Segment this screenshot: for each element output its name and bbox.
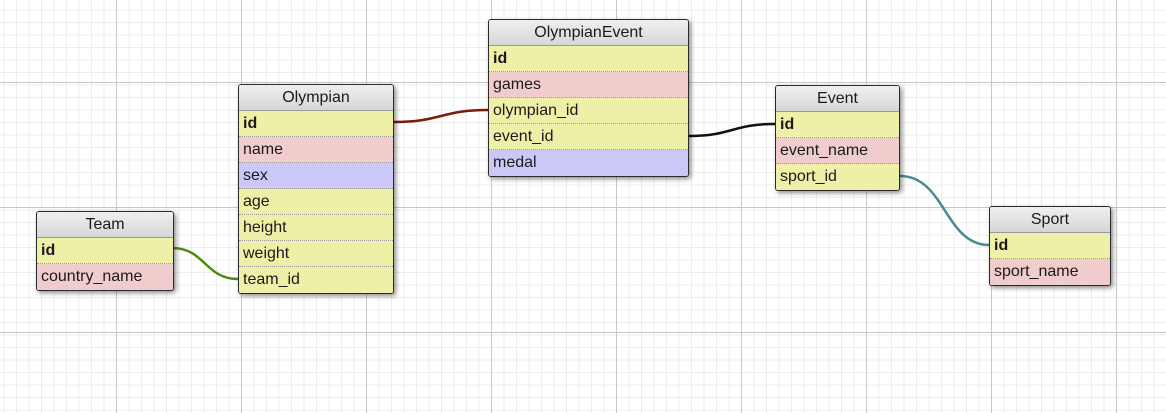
table-title: Event (776, 86, 899, 112)
field-row[interactable]: id (776, 112, 899, 138)
field-row[interactable]: id (37, 238, 173, 264)
table-title: Olympian (239, 85, 393, 111)
field-row[interactable]: country_name (37, 264, 173, 290)
field-row[interactable]: id (489, 46, 688, 72)
field-row[interactable]: olympian_id (489, 98, 688, 124)
table-olympian-event[interactable]: OlympianEvent id games olympian_id event… (488, 19, 689, 177)
link-olympianevent-olympian[interactable] (393, 108, 489, 124)
field-row[interactable]: sex (239, 163, 393, 189)
link-olympian-team[interactable] (171, 246, 239, 281)
table-team[interactable]: Team id country_name (36, 211, 174, 291)
field-row[interactable]: games (489, 72, 688, 98)
field-row[interactable]: weight (239, 241, 393, 267)
table-olympian[interactable]: Olympian id name sex age height weight t… (238, 84, 394, 294)
table-title: Sport (990, 207, 1110, 233)
field-row[interactable]: event_name (776, 138, 899, 164)
field-row[interactable]: age (239, 189, 393, 215)
field-row[interactable]: event_id (489, 124, 688, 150)
field-row[interactable]: height (239, 215, 393, 241)
table-sport[interactable]: Sport id sport_name (989, 206, 1111, 286)
field-row[interactable]: id (990, 233, 1110, 259)
field-row[interactable]: sport_id (776, 164, 899, 190)
table-title: Team (37, 212, 173, 238)
table-event[interactable]: Event id event_name sport_id (775, 85, 900, 191)
field-row[interactable]: team_id (239, 267, 393, 293)
field-row[interactable]: medal (489, 150, 688, 176)
field-row[interactable]: sport_name (990, 259, 1110, 285)
link-event-sport[interactable] (899, 174, 990, 247)
link-olympianevent-event[interactable] (688, 122, 776, 138)
field-row[interactable]: name (239, 137, 393, 163)
field-row[interactable]: id (239, 111, 393, 137)
table-title: OlympianEvent (489, 20, 688, 46)
